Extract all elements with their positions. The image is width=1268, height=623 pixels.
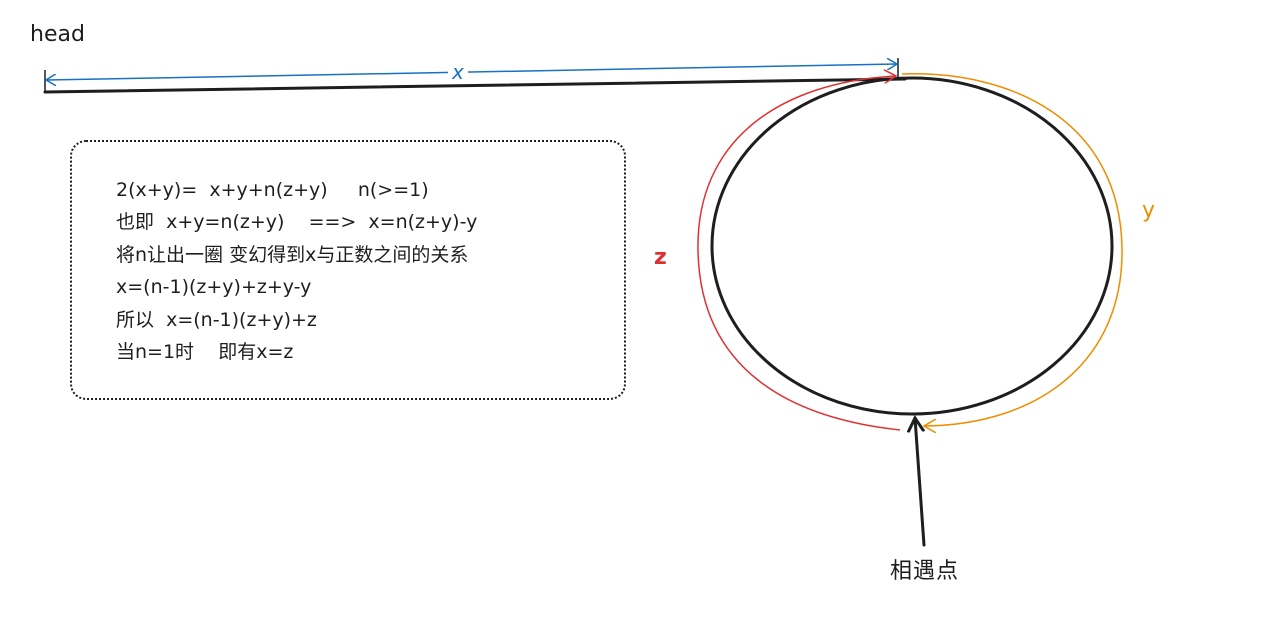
formula-line: 2(x+y)= x+y+n(z+y) n(>=1) — [116, 179, 429, 201]
formula-list: 2(x+y)= x+y+n(z+y) n(>=1) 也即 x+y=n(z+y) … — [116, 174, 477, 368]
x-label: x — [448, 62, 468, 82]
formula-line: 将n让出一圈 变幻得到x与正数之间的关系 — [116, 243, 469, 266]
y-path — [901, 73, 1123, 426]
meeting-point-label: 相遇点 — [890, 559, 960, 584]
list-straight-segment — [43, 77, 907, 94]
meeting-point-arrow — [915, 418, 926, 547]
formula-box — [70, 140, 626, 400]
z-label: z — [654, 245, 667, 270]
y-label: y — [1142, 198, 1156, 223]
head-label: head — [30, 22, 85, 47]
z-path — [697, 76, 901, 431]
formula-line: 当n=1时 即有x=z — [116, 340, 294, 363]
cycle-circle — [710, 76, 1114, 416]
formula-line: x=(n-1)(z+y)+z+y-y — [116, 276, 312, 299]
formula-line: 也即 x+y=n(z+y) ==> x=n(z+y)-y — [116, 211, 478, 234]
formula-line: 所以 x=(n-1)(z+y)+z — [116, 308, 317, 331]
x-dimension-line — [46, 64, 897, 80]
